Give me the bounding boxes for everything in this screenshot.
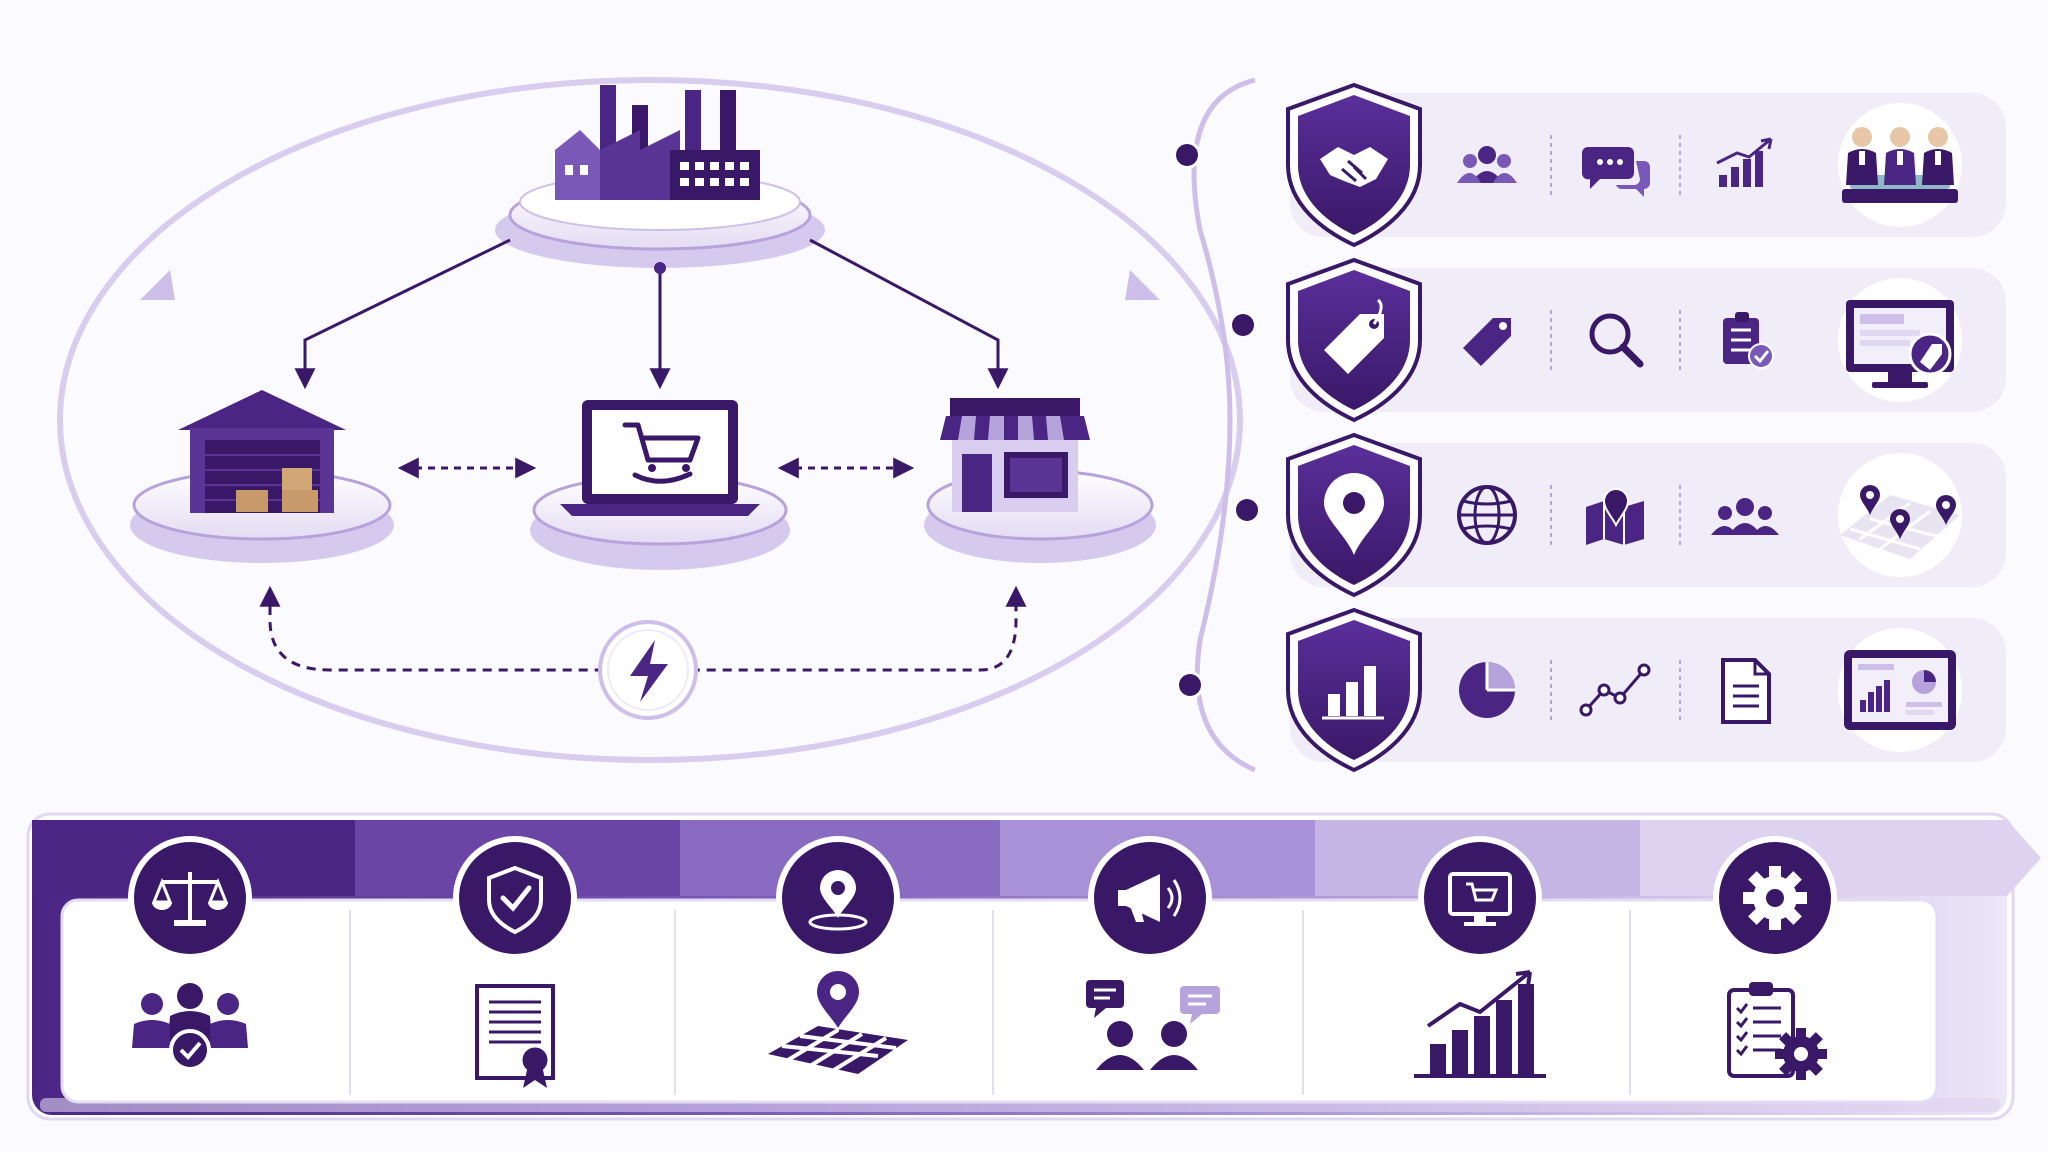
- group-icon: [1711, 498, 1779, 535]
- lightning-icon: [630, 640, 668, 702]
- growth-chart-icon: [1716, 137, 1773, 187]
- city-map-icon: [1840, 485, 1960, 559]
- megaphone-icon: [1118, 874, 1182, 922]
- timeline-curve: [1191, 77, 1256, 773]
- handshake-icon: [1320, 147, 1388, 187]
- process-stage[interactable]: [1713, 836, 1837, 1080]
- link-warehouse-store: [259, 585, 1027, 672]
- process-band: [26, 812, 2041, 1121]
- line-trend-icon: [1579, 663, 1651, 717]
- monitor-tag-icon: [1846, 300, 1954, 388]
- shield-badge: [1286, 82, 1422, 248]
- location-icon: [808, 870, 868, 931]
- process-stage[interactable]: [768, 836, 908, 1074]
- laptop-cart-icon: [560, 400, 760, 516]
- process-stage[interactable]: [1414, 836, 1546, 1078]
- growth-bars-icon: [1414, 970, 1546, 1078]
- arrow-factory-store: [809, 238, 1009, 390]
- bar-chart-icon: [1322, 666, 1384, 720]
- capability-row[interactable]: [1233, 432, 2006, 598]
- warehouse-node[interactable]: [130, 390, 394, 563]
- monitor-cart-icon: [1448, 872, 1512, 926]
- ring-arrow-left: [140, 270, 175, 300]
- hub-ring: [57, 77, 1243, 763]
- checklist-icon: [1723, 312, 1774, 369]
- pie-chart-icon: [1459, 662, 1515, 718]
- factory-icon: [555, 85, 760, 200]
- chat-bubbles-icon: [1581, 147, 1650, 197]
- shield-badge: [1286, 607, 1422, 773]
- retail-store-node[interactable]: [924, 398, 1156, 563]
- factory-node[interactable]: [495, 85, 825, 268]
- price-tag-icon: [1324, 298, 1384, 374]
- capability-row[interactable]: [1229, 257, 2006, 423]
- capability-row[interactable]: [1176, 607, 2006, 773]
- conversation-icon: [1086, 980, 1220, 1070]
- shield-check-icon: [487, 865, 543, 935]
- business-meeting-icon: [1842, 127, 1958, 203]
- lightning-badge[interactable]: [598, 620, 698, 720]
- tag-icon: [1463, 318, 1511, 366]
- timeline-dot: [1176, 144, 1198, 166]
- process-stage[interactable]: [1086, 836, 1220, 1070]
- magnifier-icon: [1589, 313, 1644, 368]
- shield-badge: [1286, 257, 1422, 423]
- certificate-icon: [475, 984, 555, 1088]
- tablet-dashboard-icon: [1844, 650, 1956, 730]
- timeline-dot: [1232, 314, 1254, 336]
- globe-icon: [1457, 485, 1517, 545]
- location-pin-icon: [1324, 473, 1384, 555]
- gear-icon: [1743, 866, 1807, 930]
- scales-icon: [151, 872, 229, 926]
- map-grid-pin-icon: [768, 969, 908, 1074]
- process-stage[interactable]: [453, 836, 577, 1088]
- capability-rows: [1173, 77, 2006, 773]
- process-stage[interactable]: [128, 836, 252, 1071]
- users-icon: [1457, 146, 1517, 183]
- clipboard-gear-icon: [1727, 982, 1827, 1080]
- shield-badge: [1286, 432, 1422, 598]
- warehouse-icon: [178, 390, 346, 513]
- document-icon: [1721, 658, 1771, 724]
- timeline-dot: [1179, 674, 1201, 696]
- timeline-dot: [1236, 499, 1258, 521]
- chevron-segment: [1640, 820, 2041, 896]
- ring-arrow-right: [1125, 270, 1160, 300]
- capability-row[interactable]: [1173, 82, 2006, 248]
- arrow-factory-warehouse: [294, 238, 511, 390]
- online-store-node[interactable]: [530, 400, 790, 570]
- approved-team-icon: [132, 983, 248, 1071]
- supply-chain-hub: [57, 77, 1243, 763]
- storefront-icon: [940, 398, 1090, 512]
- map-pin-icon: [1586, 488, 1644, 545]
